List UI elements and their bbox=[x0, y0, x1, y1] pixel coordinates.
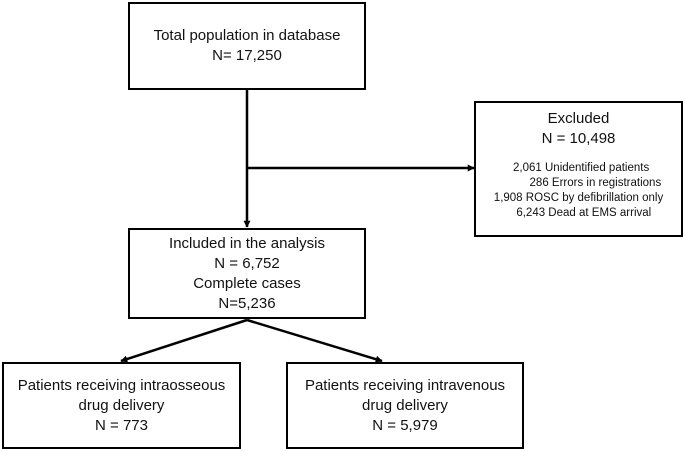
included-label: Included in the analysis bbox=[169, 234, 325, 252]
excluded-reason: 1,908 ROSC by defibrillation only bbox=[493, 192, 664, 204]
intravenous-label: Patients receiving intravenous bbox=[304, 376, 506, 394]
excluded-reason: 6,243 Dead at EMS arrival bbox=[516, 207, 652, 219]
excluded-count: N = 10,498 bbox=[541, 130, 616, 147]
complete-cases-label: Complete cases bbox=[193, 274, 301, 292]
excluded-reasons: 2,061 Unidentified patients 286 Errors i… bbox=[494, 161, 663, 221]
total-population-label: Total population in database bbox=[153, 27, 341, 44]
intravenous-box: Patients receiving intravenous drug deli… bbox=[286, 362, 524, 449]
intraosseous-box: Patients receiving intraosseous drug del… bbox=[2, 362, 241, 449]
intravenous-count: N = 5,979 bbox=[372, 416, 438, 434]
intravenous-label-cont: drug delivery bbox=[362, 396, 448, 414]
intraosseous-count: N = 773 bbox=[95, 416, 148, 434]
excluded-box: Excluded N = 10,498 2,061 Unidentified p… bbox=[474, 101, 683, 237]
intraosseous-label: Patients receiving intraosseous bbox=[17, 376, 226, 394]
complete-cases-count: N=5,236 bbox=[218, 294, 276, 312]
total-population-box: Total population in database N= 17,250 bbox=[128, 2, 366, 90]
intraosseous-label-cont: drug delivery bbox=[78, 396, 165, 414]
excluded-title: Excluded bbox=[547, 110, 610, 127]
excluded-reason: 286 Errors in registrations bbox=[529, 177, 662, 189]
included-count: N = 6,752 bbox=[214, 254, 280, 272]
connector-included-to-intraosseous bbox=[120, 318, 248, 363]
total-population-count: N= 17,250 bbox=[212, 47, 282, 64]
included-analysis-box: Included in the analysis N = 6,752 Compl… bbox=[128, 228, 366, 319]
excluded-reason: 2,061 Unidentified patients bbox=[513, 162, 650, 174]
connector-included-to-intravenous bbox=[246, 318, 383, 363]
